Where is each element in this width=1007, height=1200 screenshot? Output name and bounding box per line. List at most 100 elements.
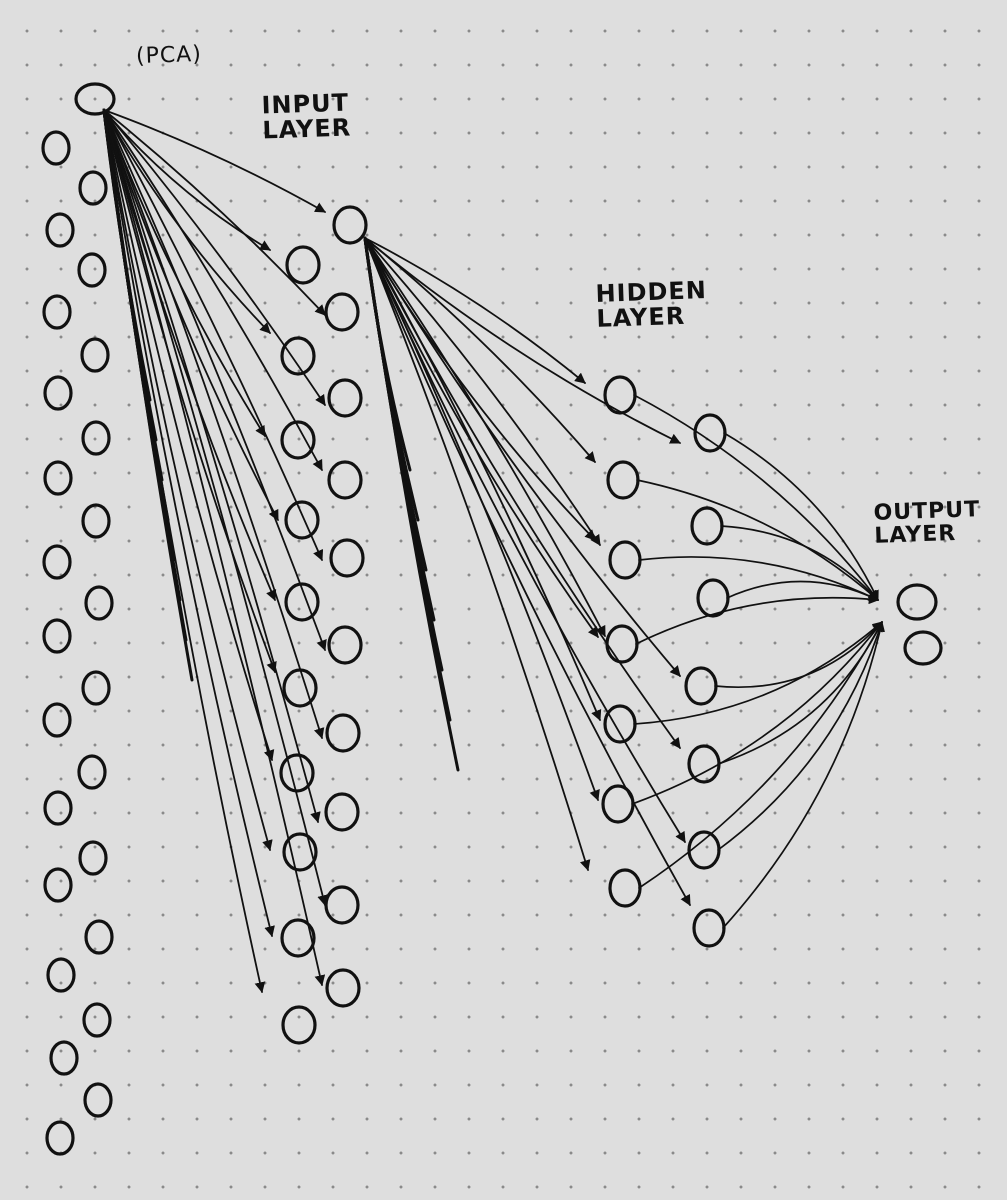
raw-feature-node [77,754,107,790]
pca-to-input-arrow [103,109,325,740]
input-to-hidden-arrow [364,237,691,906]
pca-to-input-arrow [103,109,275,762]
raw-feature-node [42,544,72,580]
raw-feature-node [43,375,73,411]
input-neuron [284,582,320,622]
pca-to-input-arrow [103,109,326,987]
raw-feature-node [78,840,108,876]
input-neuron [329,538,365,578]
output-neuron [896,583,938,621]
raw-feature-node [41,130,71,166]
hidden-neuron [693,413,727,453]
hidden-neuron [603,375,637,415]
pca-to-input-arrow [103,109,277,674]
hidden-neuron [696,578,730,618]
raw-feature-node [42,294,72,330]
input-neuron [280,918,316,958]
pca-to-input-arrow [103,109,326,213]
input-bundle-stroke [363,236,460,772]
pca-to-input-arrow [103,109,323,471]
input-neuron [327,378,363,418]
input-neuron [284,500,320,540]
hidden-neuron [603,704,637,744]
raw-feature-node [82,1002,112,1038]
hidden-to-output-arrow [723,432,879,601]
raw-feature-node [46,957,76,993]
input-to-hidden-arrow [364,237,681,677]
input-neuron [327,460,363,500]
input-bundle-stroke [363,236,412,472]
input-to-hidden-arrow [364,237,596,541]
pca-to-input-arrow [103,109,275,938]
pca-to-input-arrow [103,109,321,824]
input-to-hidden-arrow [364,237,591,872]
input-neuron [282,668,318,708]
hidden-to-output-arrow [633,621,883,725]
raw-feature-node [43,460,73,496]
input-neuron [324,292,360,332]
raw-feature-node [43,790,73,826]
pca-to-input-arrow [103,109,327,652]
pca-to-input-arrow [103,109,273,852]
hidden-to-output-arrow [633,394,879,601]
hidden-to-output-arrow [714,621,883,688]
input-to-hidden-arrow [364,237,596,463]
pca-to-input-arrow [103,109,326,406]
raw-feature-node [45,212,75,248]
input-neuron [324,885,360,925]
hidden-layer-label: HIDDEN LAYER [595,276,708,334]
raw-feature-node [45,1120,75,1156]
hidden-neuron [692,908,726,948]
raw-feature-node [80,337,110,373]
raw-feature-node [77,252,107,288]
raw-feature-node [42,702,72,738]
raw-feature-node [42,618,72,654]
input-neuron [325,968,361,1008]
input-neuron [332,205,368,245]
input-neuron [324,792,360,832]
hidden-neuron [687,830,721,870]
hidden-to-output-arrow [722,621,885,929]
hidden-to-output-arrow [635,594,880,645]
input-layer-label: INPUT LAYER [261,89,352,145]
input-neuron [281,1005,317,1045]
raw-feature-node [81,420,111,456]
hidden-neuron [608,540,642,580]
hidden-neuron [690,506,724,546]
connection-arrows [102,108,885,994]
output-layer-label-line2: LAYER [873,521,957,549]
pca-to-input-arrow [103,109,326,316]
hidden-to-output-arrow [726,580,879,601]
input-neuron [325,713,361,753]
hidden-to-output-arrow [638,556,879,601]
input-neuron [280,336,316,376]
hidden-to-output-arrow [717,621,885,851]
hidden-neuron [684,666,718,706]
hidden-to-output-arrow [638,621,883,889]
input-neuron [327,625,363,665]
pca-to-input-arrow [103,109,279,521]
hidden-neuron [608,868,642,908]
hidden-neuron [687,744,721,784]
output-layer-label: OUTPUT LAYER [873,497,981,549]
input-neuron [279,753,315,793]
raw-feature-node [81,670,111,706]
raw-feature-node [49,1040,79,1076]
input-neuron [280,420,316,460]
output-neuron [903,630,943,666]
hidden-layer-label-line2: LAYER [595,302,686,334]
input-to-hidden-arrow [364,237,601,546]
pca-bundle-stroke [102,108,194,682]
hidden-to-output-arrow [636,479,879,601]
raw-feature-node [81,503,111,539]
neurons [41,82,943,1156]
hidden-neuron [606,460,640,500]
output-layer-label-line1: OUTPUT [873,497,981,526]
raw-feature-node [83,1082,113,1118]
input-layer-label-line2: LAYER [261,113,352,145]
raw-feature-node [84,585,114,621]
input-to-hidden-arrow [364,237,586,384]
input-neuron [285,245,321,285]
